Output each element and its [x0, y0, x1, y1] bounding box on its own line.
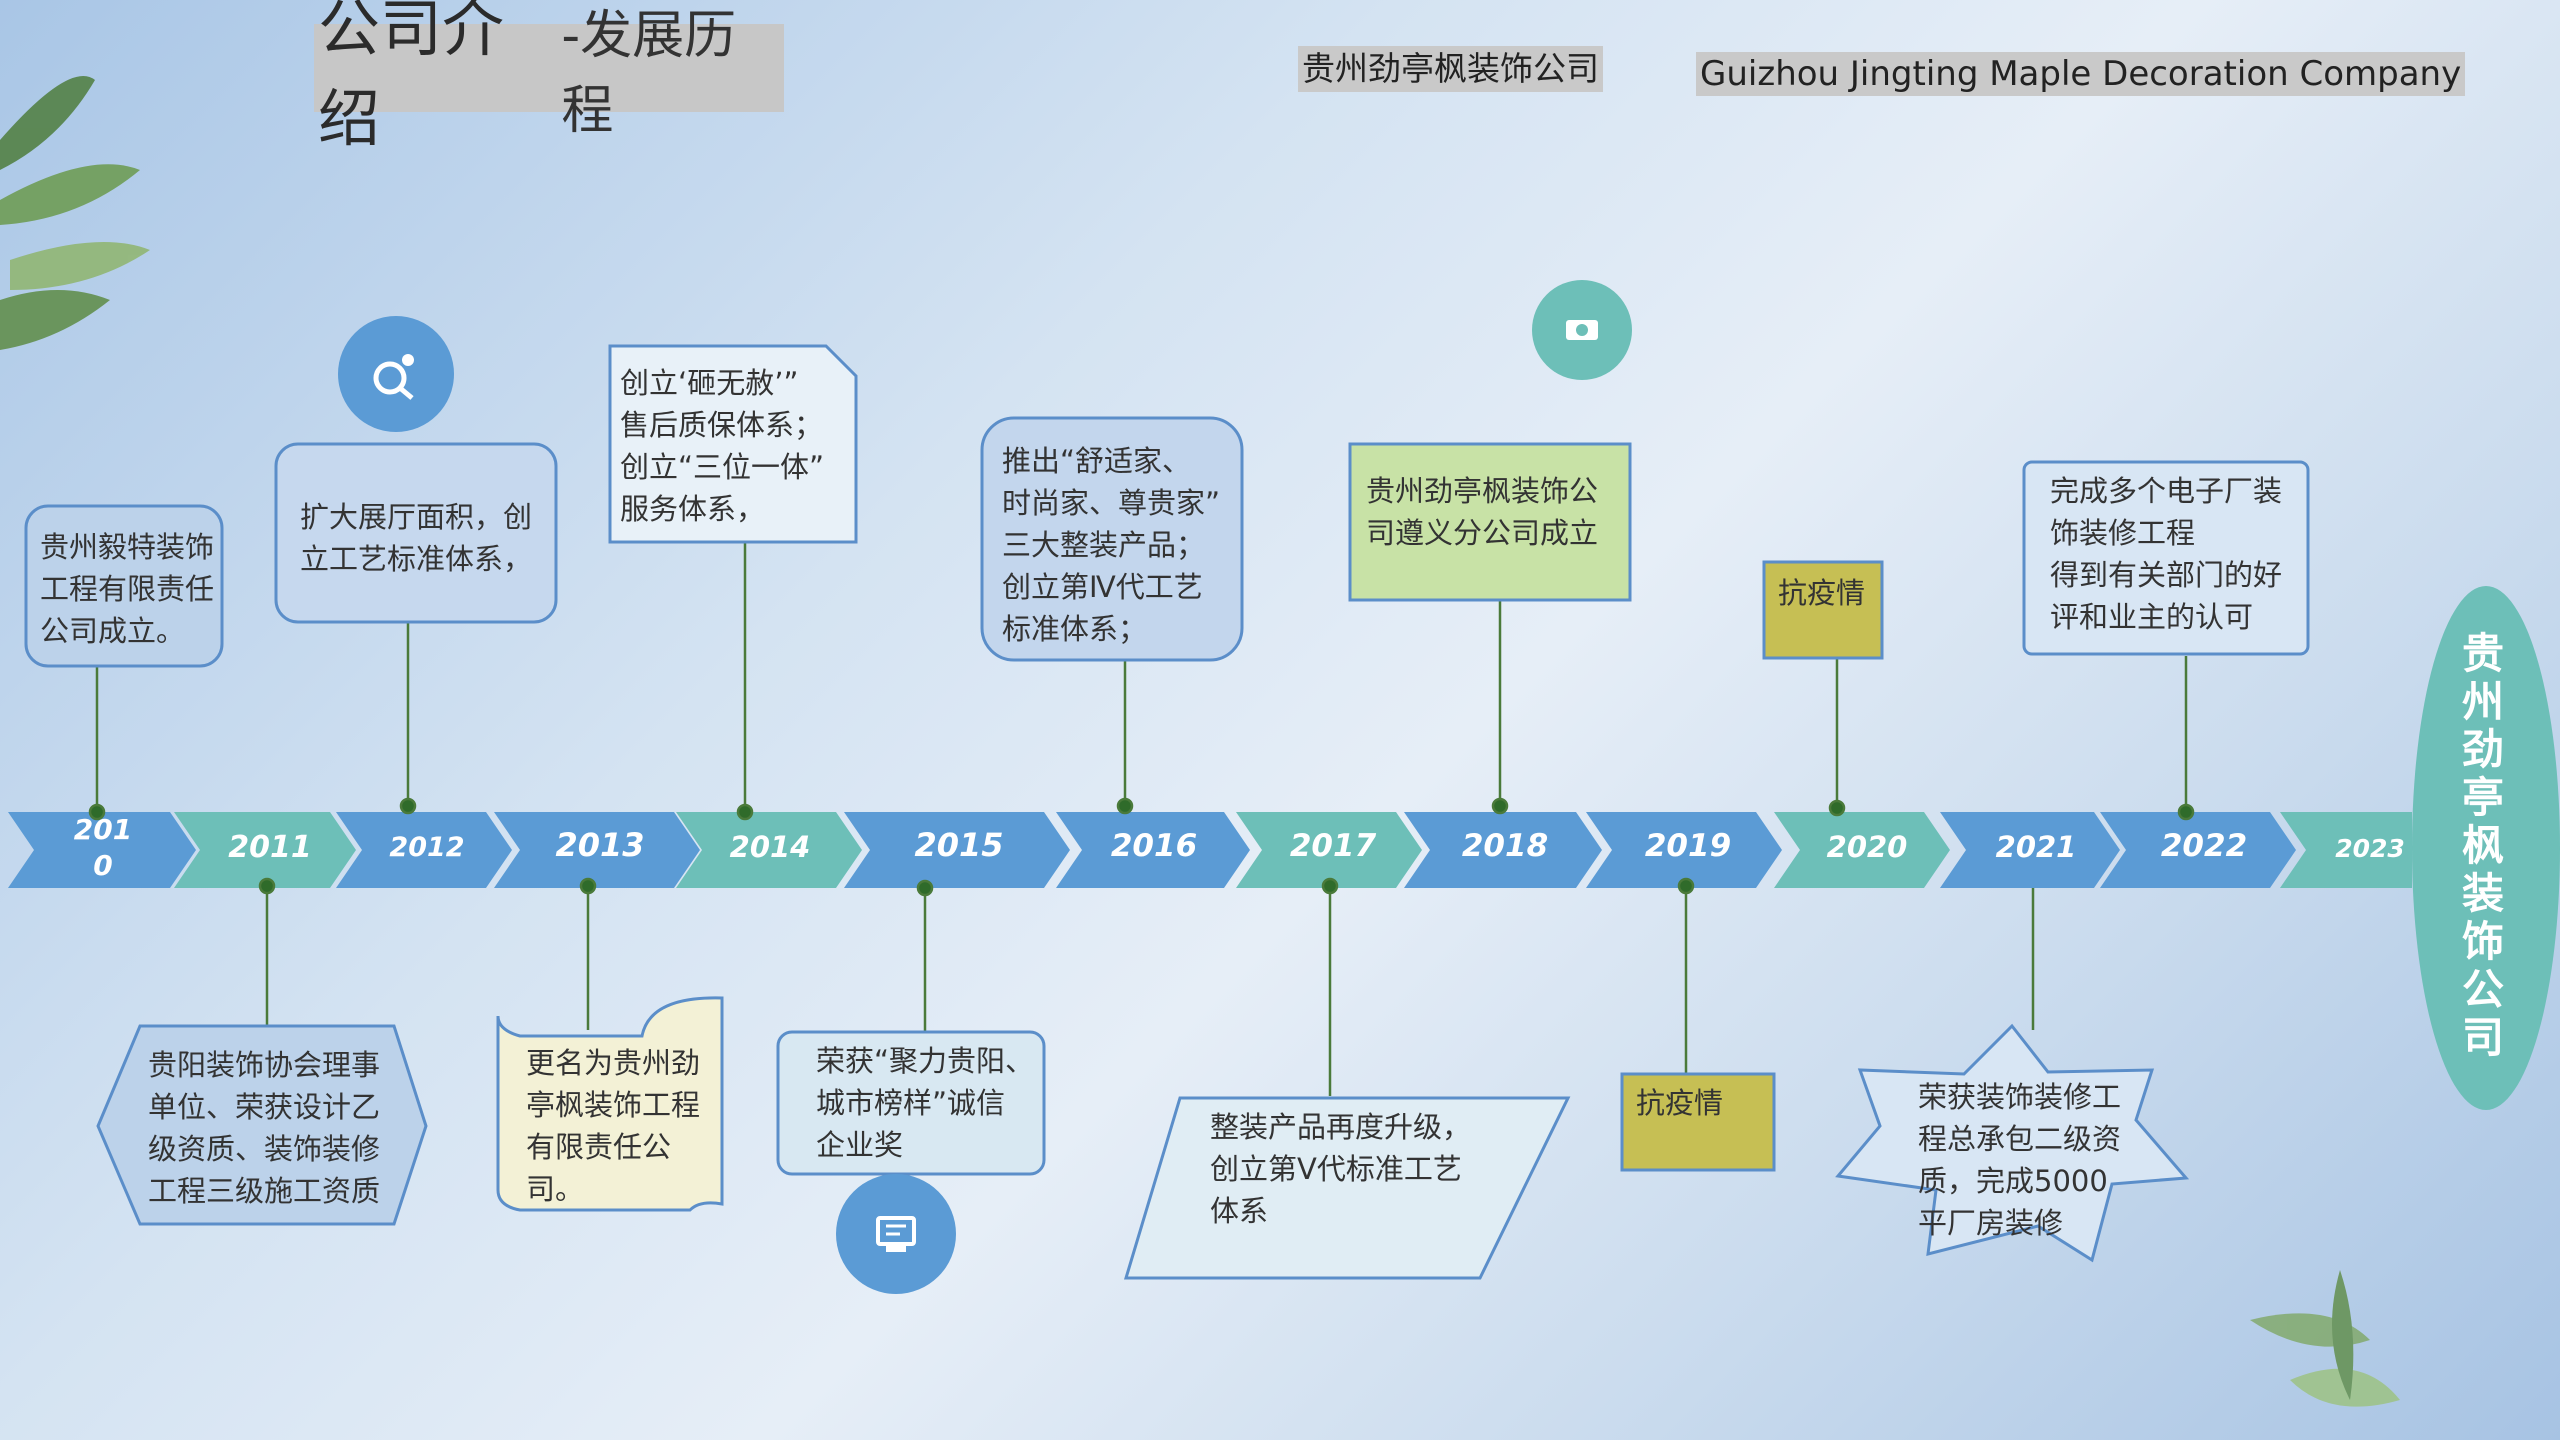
page-title: 公司介绍 -发展历程: [314, 0, 784, 155]
event-text-2019: 抗疫情: [1636, 1086, 1724, 1120]
year-label-2010: 201 0: [73, 813, 133, 882]
event-box-2018: [1348, 442, 1632, 602]
year-label-2019: 2019: [1644, 828, 1732, 864]
leaf-decoration-top-left: [0, 76, 150, 350]
event-text-2016: 推出“舒适家、 时尚家、尊贵家” 三大整装产品； 创立第Ⅳ代工艺 标准体系；: [1002, 444, 1221, 646]
year-label-2012: 2012: [389, 832, 465, 863]
event-text-2017: 整装产品再度升级， 创立第Ⅴ代标准工艺 体系: [1210, 1110, 1472, 1228]
event-text-2014: 创立‘砸无赦’” 售后质保体系； 创立“三位一体” 服务体系，: [620, 366, 825, 526]
side-company-label: 贵州劲亭枫装饰公司: [2462, 629, 2505, 1062]
search-icon: [338, 316, 454, 432]
event-box-2016: [980, 416, 1244, 662]
event-text-2010: 贵州毅特装饰 工程有限责任 公司成立。: [40, 530, 215, 648]
certificate-icon: [836, 1174, 956, 1294]
event-box-2020: [1762, 560, 1884, 660]
event-box-2014: [608, 344, 858, 544]
timeline-arrows: [8, 812, 2412, 888]
year-label-2015: 2015: [914, 826, 1004, 864]
event-box-2019: [1620, 1072, 1776, 1172]
event-box-2013: [496, 996, 724, 1212]
company-name-en: Guizhou Jingting Maple Decoration Compan…: [1696, 52, 2466, 96]
event-text-2013: 更名为贵州劲 亭枫装饰工程 有限责任公司。: [526, 1046, 701, 1206]
year-label-2017: 2017: [1289, 828, 1377, 864]
event-box-2011: [96, 1024, 428, 1226]
year-label-2021: 2021: [1995, 830, 2077, 864]
event-box-2021: [1835, 1023, 2190, 1263]
event-text-2022: 完成多个电子厂装 饰装修工程 得到有关部门的好 评和业主的认可: [2050, 474, 2283, 634]
event-text-2018: 贵州劲亭枫装饰公 司遵义分公司成立: [1366, 474, 1599, 550]
connectors: [88, 540, 2195, 1096]
leaf-decoration-bottom-right: [2250, 1270, 2400, 1407]
side-capsule: [2412, 586, 2560, 1110]
event-box-2010: [24, 504, 224, 668]
year-label-2023: 2023: [2335, 834, 2405, 863]
year-label-2020: 2020: [1826, 830, 1908, 864]
event-text-2012: 扩大展厅面积，创 立工艺标准体系，: [300, 500, 533, 576]
company-name-cn: 贵州劲亭枫装饰公司: [1298, 46, 1603, 92]
year-label-2016: 2016: [1110, 828, 1198, 864]
camera-icon: [1532, 280, 1632, 380]
year-label-2022: 2022: [2160, 828, 2248, 864]
event-box-2022: [2022, 460, 2310, 656]
event-text-2020: 抗疫情: [1778, 576, 1866, 610]
event-box-2015: [776, 1030, 1046, 1176]
year-label-2014: 2014: [729, 830, 811, 864]
event-text-2015: 荣获“聚力贵阳、 城市榜样”诚信 企业奖: [816, 1044, 1035, 1162]
title-main: 公司介绍: [318, 0, 505, 155]
title-sub: -发展历程: [561, 6, 737, 141]
event-box-2017: [1123, 1096, 1571, 1280]
event-text-2011: 贵阳装饰协会理事 单位、荣获设计乙 级资质、装饰装修 工程三级施工资质: [148, 1048, 381, 1208]
year-label-2011: 2011: [228, 830, 312, 865]
event-box-2012: [274, 442, 558, 624]
year-label-2013: 2013: [555, 826, 645, 864]
year-label-2018: 2018: [1461, 828, 1549, 864]
event-text-2021: 荣获装饰装修工 程总承包二级资 质，完成5000 平厂房装修: [1918, 1080, 2122, 1240]
